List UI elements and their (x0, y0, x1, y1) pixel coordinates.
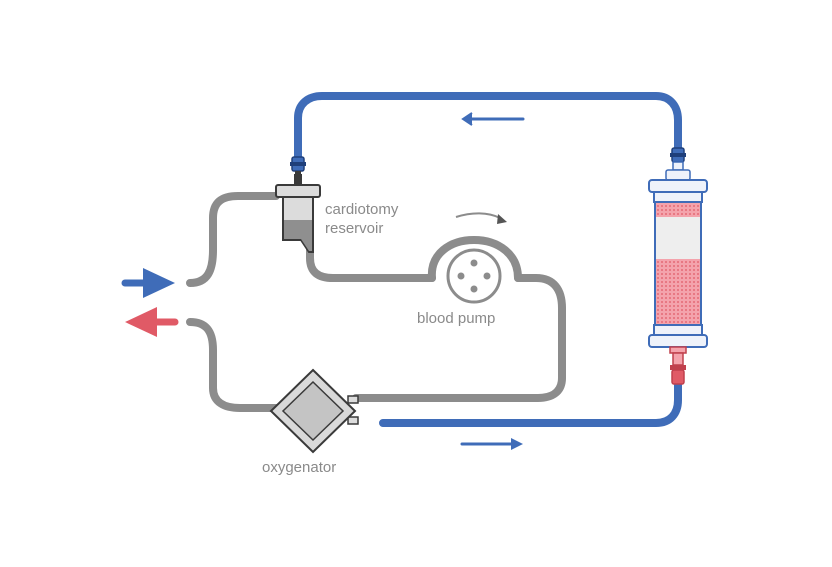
arrow-left-icon (125, 307, 157, 337)
reservoir-label-line2: reservoir (325, 220, 383, 237)
pump-to-oxygenator-tube (352, 274, 566, 402)
cardiotomy-reservoir (275, 156, 321, 253)
reservoir-to-pump-tube (306, 241, 436, 282)
venous-inlet-tube (186, 192, 280, 287)
flow-direction-top (461, 112, 525, 126)
rotation-arrow-icon (455, 212, 501, 219)
filter-column (648, 147, 708, 385)
top-return-line (294, 92, 682, 164)
flow-direction-bottom (460, 438, 523, 450)
oxygenator-to-patient-tube (186, 318, 280, 412)
oxygenator (269, 368, 359, 454)
blood-pump (427, 212, 522, 304)
arrow-left-icon (461, 112, 473, 126)
arrow-right-icon (511, 438, 523, 450)
reservoir-label-line1: cardiotomy (325, 201, 399, 218)
bottom-arterial-line (379, 381, 682, 427)
arrow-right-icon (143, 268, 175, 298)
oxygenator-label: oxygenator (262, 459, 336, 476)
pump-label: blood pump (417, 310, 495, 327)
inflow-arrow (121, 268, 175, 298)
outflow-arrow (125, 307, 179, 337)
